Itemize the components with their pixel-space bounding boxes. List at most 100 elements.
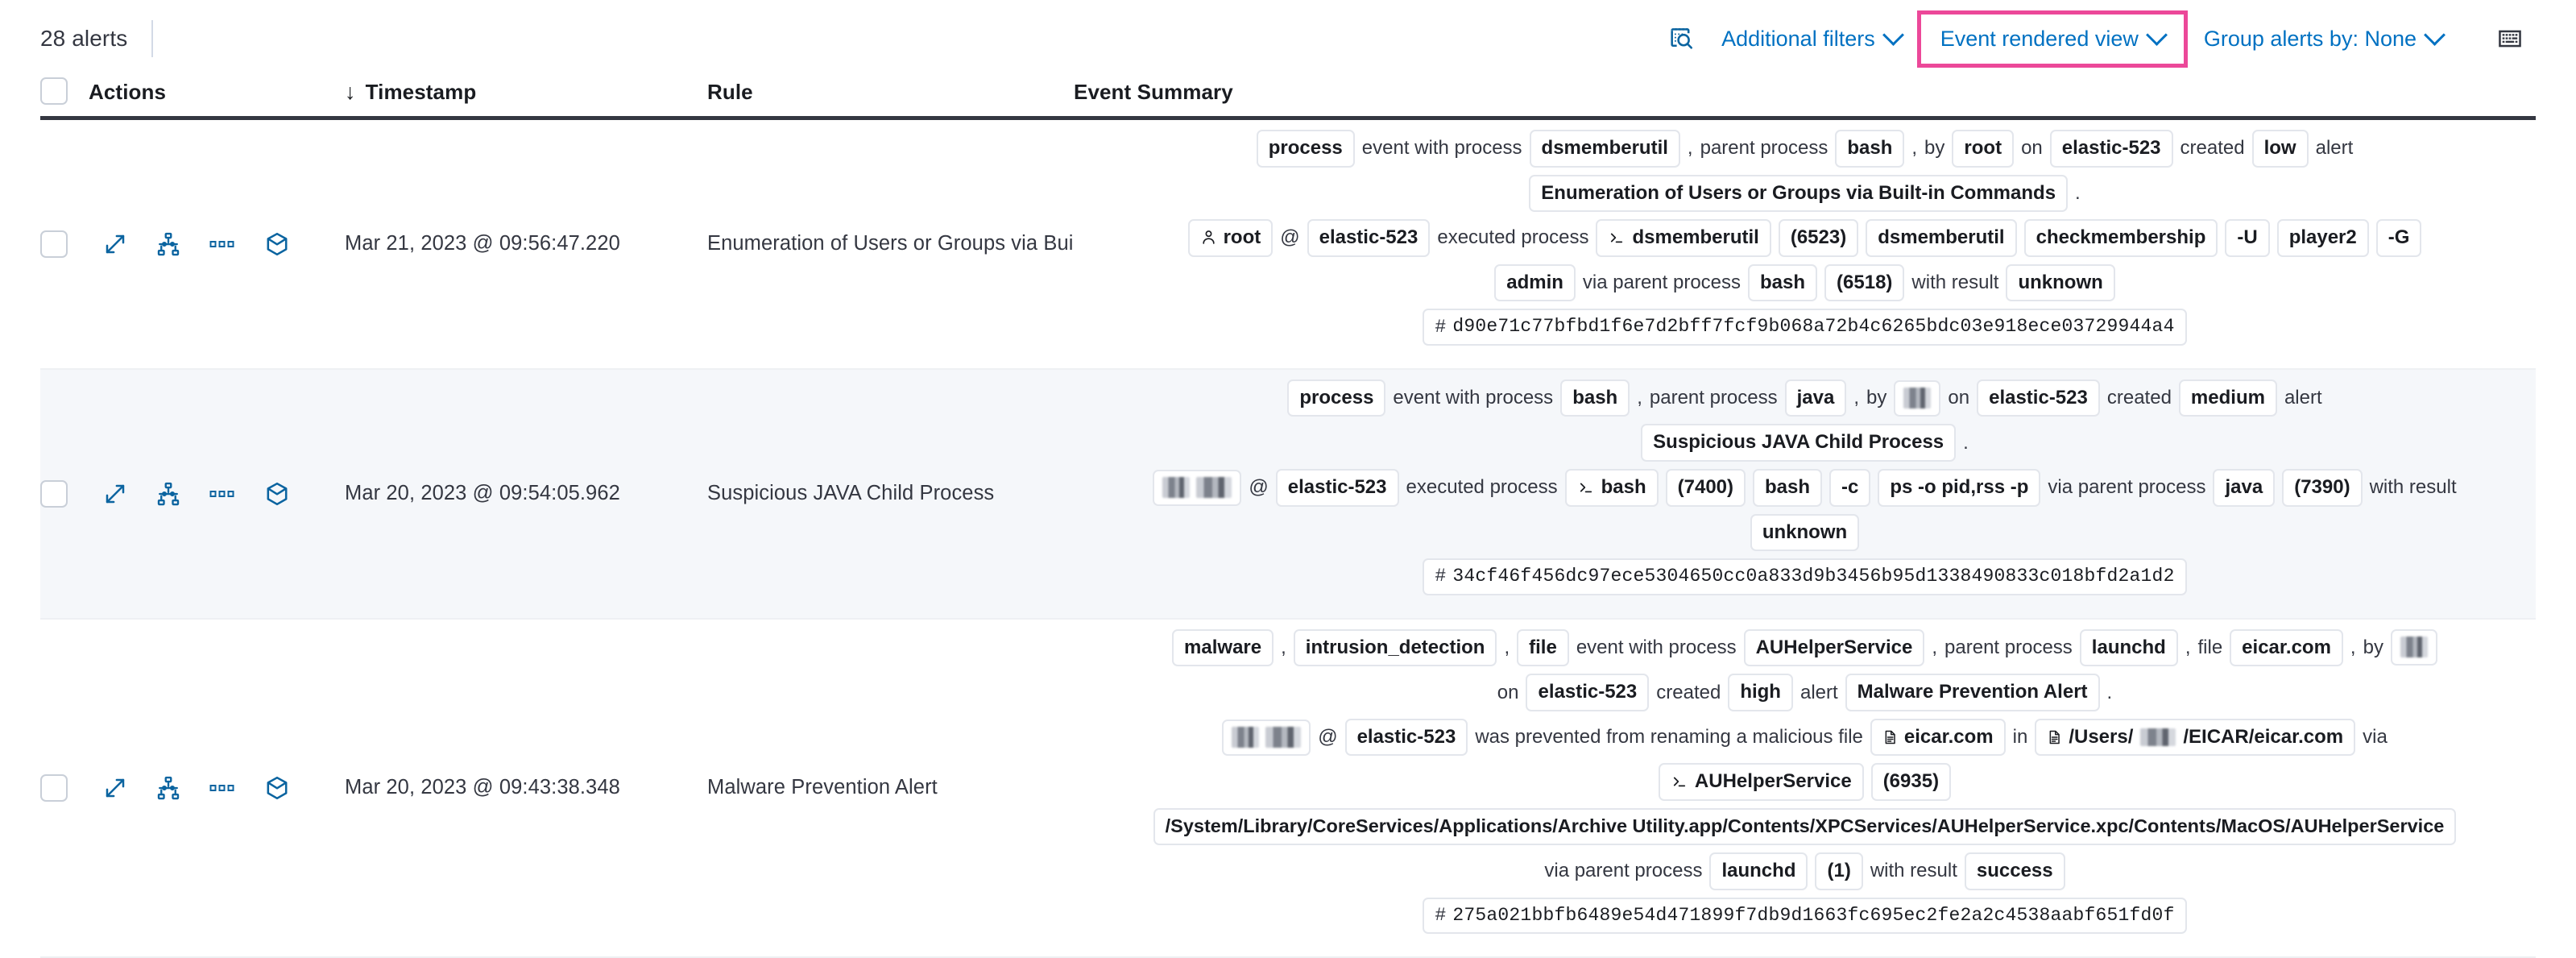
summary-field-badge[interactable]: root [1187,219,1274,257]
summary-text: , [1281,636,1286,658]
summary-field-badge[interactable]: player2 [2276,219,2369,257]
console-icon [1608,230,1626,246]
expand-icon[interactable] [103,776,127,800]
row-select-checkbox[interactable] [40,230,68,258]
summary-field-badge[interactable]: java [2213,469,2276,507]
more-actions-icon[interactable] [209,782,235,794]
header-timestamp[interactable]: ↓ Timestamp [345,80,707,105]
summary-field-badge[interactable]: malware [1172,628,1274,667]
row-select-checkbox[interactable] [40,479,68,508]
summary-field-badge[interactable]: process [1256,130,1355,168]
more-actions-icon[interactable] [209,488,235,500]
summary-field-badge[interactable]: elastic-523 [2049,130,2173,168]
select-all-checkbox[interactable] [40,77,68,105]
summary-field-badge[interactable]: #275a021bbfb6489e54d471899f7db9d1663fc69… [1423,897,2187,935]
summary-field-badge[interactable]: dsmemberutil [1866,219,2017,257]
inspect-filters-icon[interactable] [1659,16,1704,61]
summary-field-badge[interactable]: (6935) [1870,763,1952,801]
summary-field-badge[interactable]: high [1728,674,1793,711]
summary-field-badge[interactable]: #d90e71c77bfbd1f6e7d2bff7fcf9b068a72b4c6… [1423,309,2187,346]
summary-field-badge[interactable]: elastic-523 [1307,219,1431,257]
summary-field-badge[interactable]: medium [2178,379,2277,417]
summary-field-badge[interactable]: ps -o pid,rss -p [1878,469,2041,507]
summary-field-badge[interactable]: bash [1748,263,1818,302]
redacted-user-badge[interactable] [1153,469,1242,506]
redacted-user-badge[interactable] [1894,379,1941,417]
expand-icon[interactable] [103,232,127,256]
badge-label: java [1796,386,1835,408]
badge-label: unknown [1762,520,1848,543]
summary-field-badge[interactable]: elastic-523 [1526,674,1650,711]
summary-field-badge[interactable]: intrusion_detection [1293,628,1497,667]
analyze-event-icon[interactable] [156,482,180,506]
summary-field-badge[interactable]: root [1952,130,2015,168]
session-view-icon[interactable] [264,775,290,801]
summary-field-badge[interactable]: java [1784,379,1847,417]
summary-field-badge[interactable]: process [1287,379,1386,417]
summary-field-badge[interactable]: dsmemberutil [1596,219,1771,257]
summary-field-badge[interactable]: bash [1835,130,1905,168]
badge-label: -U [2237,226,2258,249]
session-view-icon[interactable] [264,481,290,507]
redacted-user-badge[interactable] [1222,719,1311,756]
summary-field-badge[interactable]: -U [2225,219,2270,257]
summary-field-badge[interactable]: admin [1494,263,1576,302]
summary-field-badge[interactable]: -c [1829,469,1871,507]
row-actions-group [89,775,290,801]
analyze-event-icon[interactable] [156,232,180,256]
summary-field-badge[interactable]: (6518) [1824,263,1905,302]
summary-text: event with process [1361,137,1522,160]
summary-field-badge[interactable]: launchd [1709,852,1808,890]
summary-field-badge[interactable]: file [1517,628,1569,667]
summary-field-badge[interactable]: AUHelperService [1743,628,1925,667]
summary-field-badge[interactable]: (7390) [2282,469,2363,507]
redacted-user-badge[interactable] [2390,629,2437,666]
summary-field-badge[interactable]: #34cf46f456dc97ece5304650cc0a833d9b3456b… [1423,558,2187,595]
more-actions-icon[interactable] [209,238,235,250]
summary-field-badge[interactable]: elastic-523 [1344,718,1468,757]
summary-text: via parent process [2048,476,2206,499]
summary-field-badge[interactable]: bash [1560,379,1630,417]
session-view-icon[interactable] [264,231,290,257]
summary-field-badge[interactable]: bash [1753,469,1823,507]
badge-label: (6518) [1837,271,1893,293]
summary-field-badge[interactable]: bash [1564,469,1659,507]
badge-label: bash [1760,271,1806,293]
additional-filters-button[interactable]: Additional filters [1708,20,1914,58]
summary-field-badge[interactable]: -G [2375,219,2422,257]
summary-field-badge[interactable]: unknown [1750,513,1860,552]
summary-field-badge[interactable]: Malware Prevention Alert [1845,674,2100,711]
summary-field-badge[interactable]: checkmembership [2023,219,2218,257]
row-select-checkbox[interactable] [40,773,68,802]
summary-field-badge[interactable]: elastic-523 [1977,379,2100,417]
expand-icon[interactable] [103,482,127,506]
summary-field-badge[interactable]: low [2251,130,2309,168]
summary-text: with result [2369,476,2457,499]
summary-field-badge[interactable]: (1) [1815,852,1863,890]
summary-field-badge[interactable]: unknown [2006,263,2115,302]
summary-field-badge[interactable]: Enumeration of Users or Groups via Built… [1529,174,2069,213]
summary-field-badge[interactable]: (6523) [1778,219,1859,257]
summary-field-badge[interactable]: dsmemberutil [1529,130,1680,168]
event-rendered-view-button[interactable]: Event rendered view [1928,20,2177,58]
group-alerts-by-button[interactable]: Group alerts by: None [2191,20,2455,58]
analyze-event-icon[interactable] [156,776,180,800]
summary-field-badge[interactable]: success [1964,852,2065,890]
row-actions-group [89,231,290,257]
summary-field-badge[interactable]: eicar.com [1870,718,2006,757]
rule-name: Malware Prevention Alert [707,776,938,799]
additional-filters-label: Additional filters [1721,26,1875,51]
summary-field-badge[interactable]: elastic-523 [1275,469,1399,507]
summary-field-badge[interactable]: /System/Library/CoreServices/Application… [1153,808,2457,846]
keyboard-shortcuts-icon[interactable] [2487,16,2533,61]
badge-label: bash [1601,476,1646,498]
summary-field-badge[interactable]: eicar.com [2230,628,2343,667]
summary-field-badge[interactable]: /Users//EICAR/eicar.com [2035,718,2356,757]
summary-field-badge[interactable]: launchd [2079,628,2178,667]
summary-field-badge[interactable]: AUHelperService [1658,763,1864,801]
summary-field-badge[interactable]: (7400) [1665,469,1746,507]
summary-field-badge[interactable]: Suspicious JAVA Child Process [1641,424,1957,462]
